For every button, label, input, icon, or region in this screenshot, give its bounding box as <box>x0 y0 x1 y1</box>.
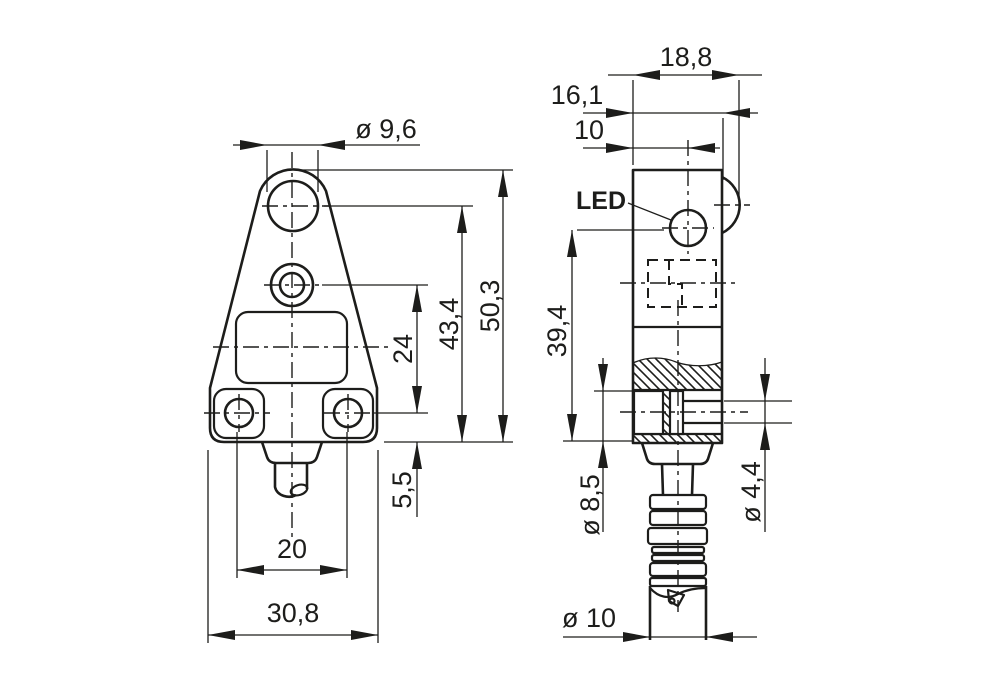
led-leader-line <box>627 202 672 221</box>
section-hatch-mid <box>663 391 670 434</box>
mount-boss-right <box>321 387 375 440</box>
dim-led-to-base-height: 39,4 <box>542 305 572 358</box>
dim-cross-hole-diameter: ø 4,4 <box>736 461 766 523</box>
cable-end-dot <box>668 597 676 605</box>
roller-dome <box>721 175 741 235</box>
front-view <box>204 152 390 540</box>
dim-led-center-offset: 10 <box>574 115 604 145</box>
side-view-dimensions: 18,8 16,1 10 LED 39,4 ø 8,5 ø <box>542 42 792 642</box>
dim-overall-width: 30,8 <box>267 598 320 628</box>
gland-neck-right <box>690 463 695 496</box>
cable-end-loop <box>289 483 309 497</box>
section-hatch-lower <box>633 434 722 443</box>
dim-overall-depth: 18,8 <box>660 42 713 72</box>
led-label: LED <box>576 187 626 215</box>
dim-top-hole-to-base: 43,4 <box>434 298 464 351</box>
dim-body-depth: 16,1 <box>551 80 604 110</box>
dim-cable-gland-diameter: ø 10 <box>562 603 616 633</box>
cable-tube-front <box>273 463 297 499</box>
front-view-dimensions: ø 9,6 50,3 43,4 24 5,5 20 <box>207 114 513 643</box>
break-line <box>632 357 723 367</box>
dim-mount-hole-spacing: 20 <box>277 534 307 564</box>
hidden-cavity <box>647 259 717 308</box>
gland-neck-left <box>660 463 665 496</box>
dim-counterbore-diameter: ø 8,5 <box>575 474 605 536</box>
dim-overall-height: 50,3 <box>475 280 505 333</box>
dim-top-hole-diameter: ø 9,6 <box>355 114 417 144</box>
dim-mount-to-base: 5,5 <box>387 471 417 509</box>
housing-outline <box>208 168 379 444</box>
dim-center-hole-to-mount: 24 <box>388 334 418 364</box>
cable-gland-front <box>260 441 324 465</box>
hidden-step <box>668 260 683 307</box>
side-view <box>620 140 750 640</box>
